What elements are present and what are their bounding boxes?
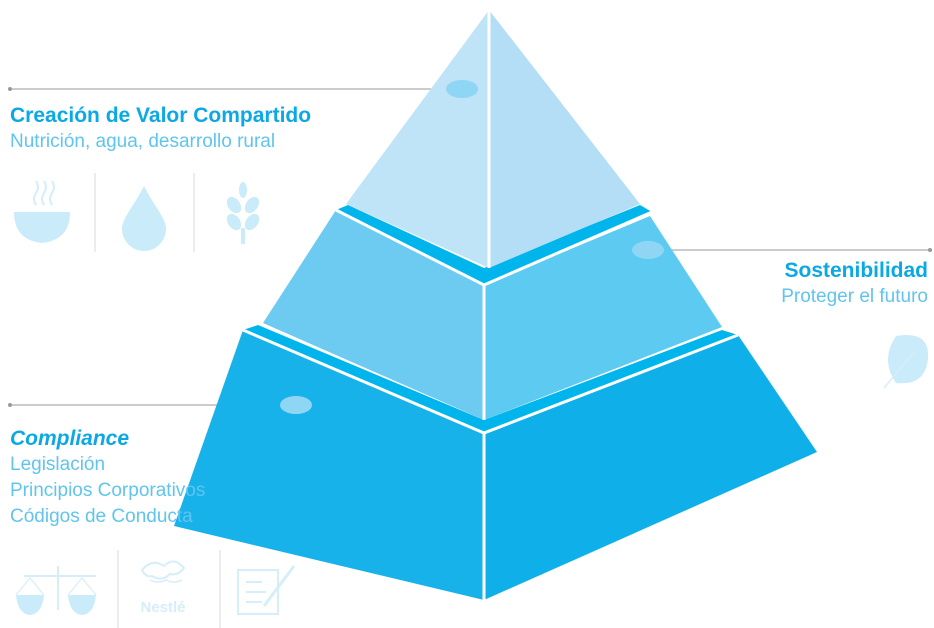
soup-bowl-icon bbox=[14, 180, 70, 243]
wheat-icon bbox=[226, 182, 260, 244]
leader-dot-cvc bbox=[8, 87, 12, 91]
pyramid-top-left-face bbox=[346, 10, 489, 268]
nestle-logo: Nestlé bbox=[140, 560, 186, 616]
marker-sostenibilidad bbox=[632, 241, 664, 259]
pyramid-top-right-face bbox=[489, 10, 640, 268]
level-title: Compliance bbox=[10, 427, 130, 450]
marker-compliance bbox=[280, 396, 312, 414]
leaf-icon bbox=[883, 334, 929, 389]
water-drop-icon bbox=[122, 186, 166, 251]
level-label-sostenibilidad: Sostenibilidad Proteger el futuro bbox=[781, 258, 928, 310]
checklist-icon bbox=[237, 565, 296, 615]
pyramid-edges bbox=[242, 8, 739, 600]
level-description: Códigos de Conducta bbox=[10, 506, 193, 527]
level-title: Creación de Valor Compartido bbox=[10, 104, 312, 127]
level-description: Principios Corporativos bbox=[10, 480, 206, 501]
level-description: Legislación bbox=[10, 454, 106, 475]
pyramid-bottom-left-face bbox=[174, 330, 484, 600]
marker-cvc bbox=[446, 80, 478, 98]
nestle-logo-text: Nestlé bbox=[140, 599, 185, 616]
pyramid-middle-band bbox=[336, 205, 652, 285]
leader-dot-sostenibilidad bbox=[928, 248, 932, 252]
leader-dot-compliance bbox=[8, 403, 12, 407]
pyramid-middle-left-face bbox=[263, 210, 484, 420]
level-description: Proteger el futuro bbox=[781, 286, 928, 307]
pyramid-middle-right-face bbox=[484, 216, 722, 420]
level-label-compliance: Compliance Legislación Principios Corpor… bbox=[10, 426, 205, 530]
level-description: Nutrición, agua, desarrollo rural bbox=[10, 131, 276, 152]
level-label-cvc: Creación de Valor Compartido Nutrición, … bbox=[10, 103, 311, 155]
level-title: Sostenibilidad bbox=[784, 259, 928, 282]
scales-icon bbox=[15, 566, 97, 615]
